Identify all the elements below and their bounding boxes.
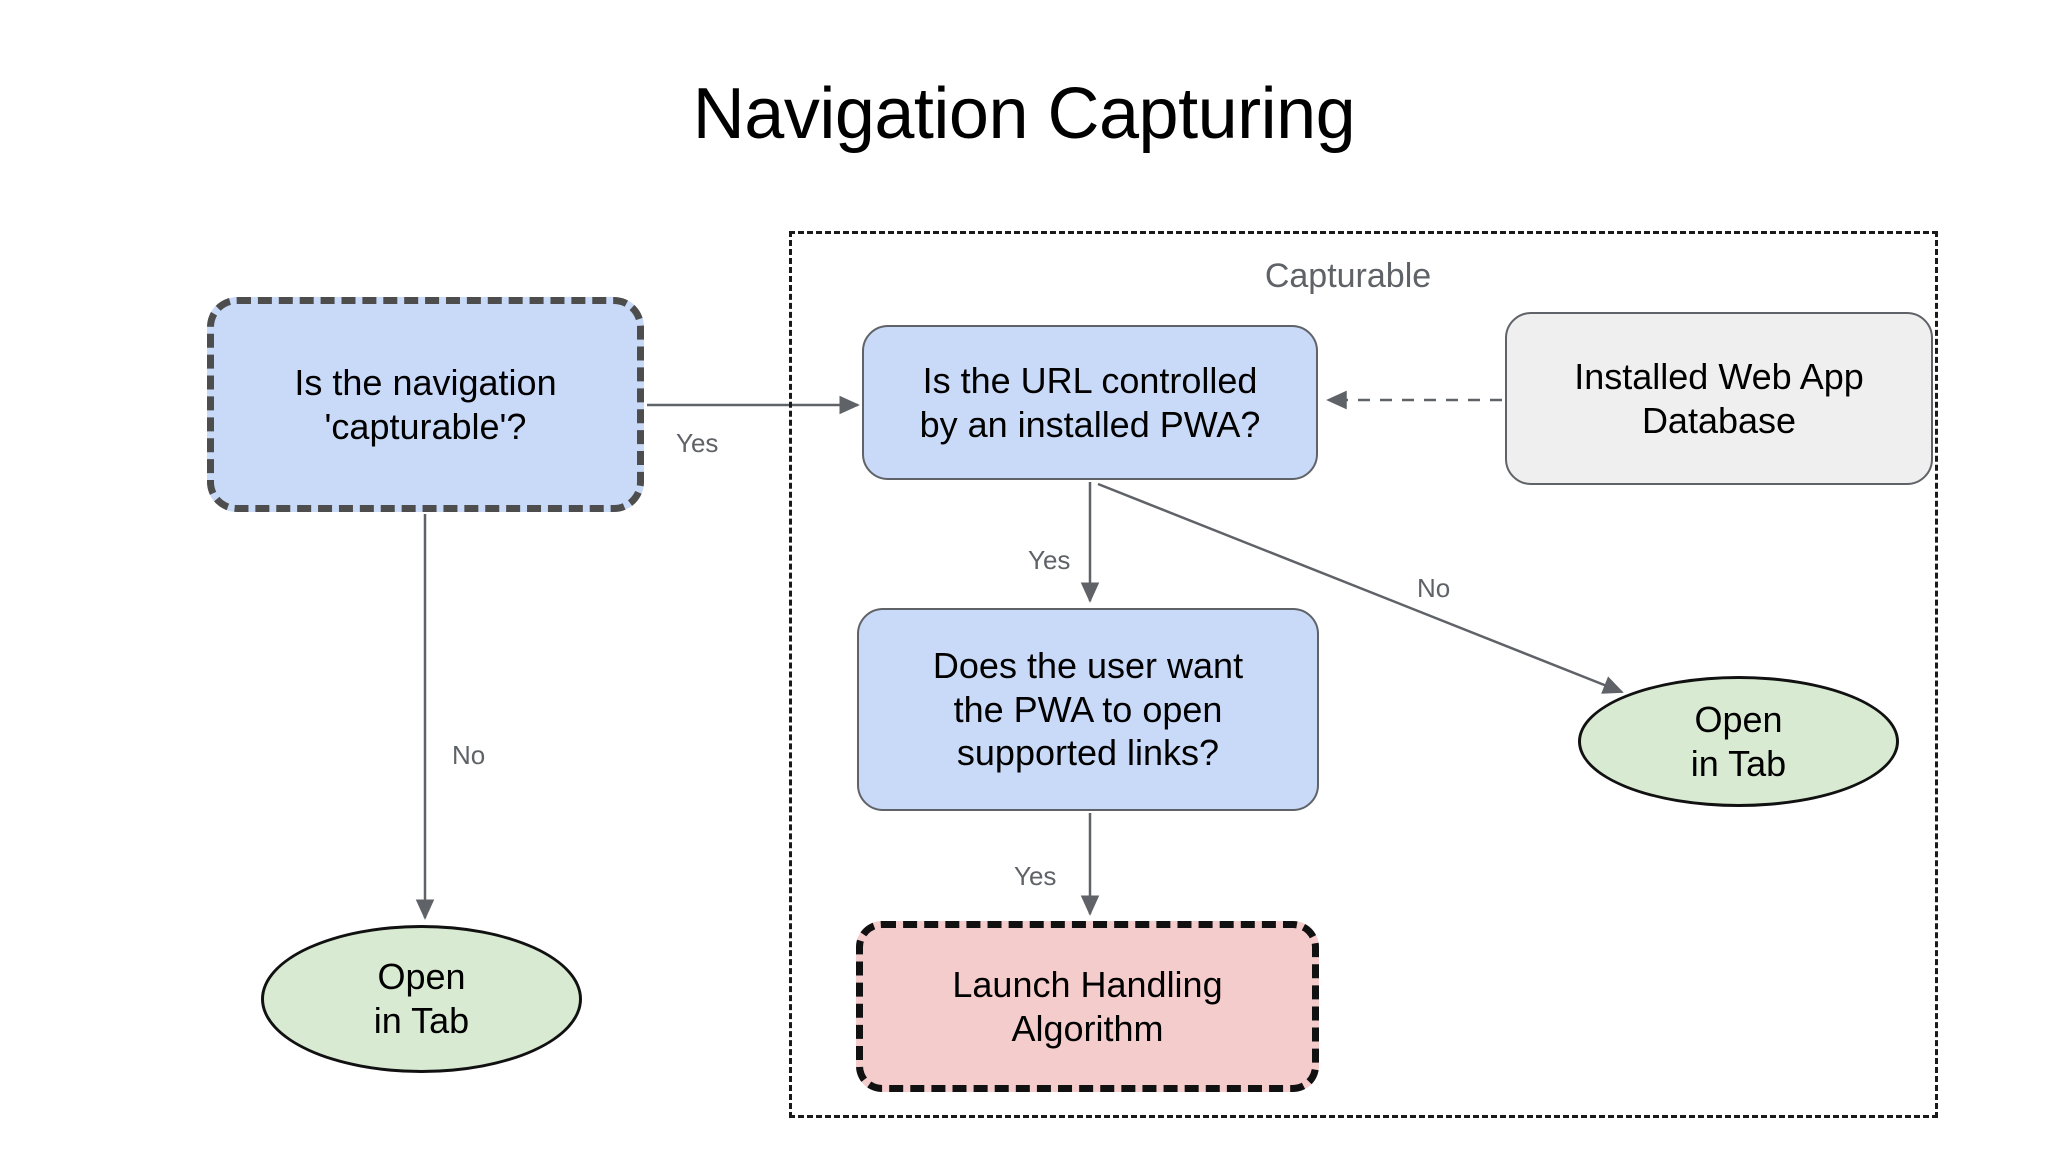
group-capturable-label: Capturable bbox=[1264, 257, 1432, 295]
node-open-in-tab-left[interactable]: Open in Tab bbox=[261, 925, 582, 1073]
edge-label-capturable-yes: Yes bbox=[676, 428, 719, 458]
node-label-line2: Algorithm bbox=[1011, 1007, 1164, 1049]
node-is-url-controlled-by-pwa[interactable]: Is the URL controlled by an installed PW… bbox=[862, 325, 1318, 480]
node-label: Launch Handling Algorithm bbox=[944, 963, 1230, 1051]
node-label-line2: in Tab bbox=[373, 1000, 470, 1041]
node-label-line1: Is the URL controlled bbox=[922, 359, 1258, 401]
node-label: Open in Tab bbox=[1683, 698, 1794, 786]
edge-url-to-tab bbox=[1097, 482, 1624, 694]
node-label-line3: supported links? bbox=[956, 732, 1220, 774]
node-label-line1: Open bbox=[377, 956, 466, 998]
node-label: Installed Web App Database bbox=[1566, 355, 1872, 443]
page-title: Navigation Capturing bbox=[692, 74, 1356, 154]
node-label-line1: Open bbox=[1694, 698, 1783, 740]
node-label-line1: Is the navigation bbox=[294, 361, 557, 403]
node-label: Open in Tab bbox=[366, 955, 477, 1043]
node-label-line1: Launch Handling bbox=[952, 963, 1223, 1005]
node-label-line2: Database bbox=[1641, 399, 1797, 441]
node-label: Is the navigation 'capturable'? bbox=[286, 361, 564, 449]
node-is-navigation-capturable[interactable]: Is the navigation 'capturable'? bbox=[207, 297, 644, 512]
group-capturable-container bbox=[789, 231, 1938, 1118]
node-label: Does the user want the PWA to open suppo… bbox=[925, 644, 1251, 776]
edge-label-url-no: No bbox=[1417, 573, 1451, 603]
node-does-user-want-pwa-open-links[interactable]: Does the user want the PWA to open suppo… bbox=[857, 608, 1319, 811]
node-label-line1: Installed Web App bbox=[1574, 355, 1864, 397]
node-label-line2: 'capturable'? bbox=[324, 405, 527, 447]
edge-label-userwant-yes: Yes bbox=[1014, 861, 1057, 891]
node-open-in-tab-right[interactable]: Open in Tab bbox=[1578, 676, 1899, 807]
node-launch-handling-algorithm[interactable]: Launch Handling Algorithm bbox=[856, 921, 1319, 1092]
node-label-line2: by an installed PWA? bbox=[919, 403, 1261, 445]
node-label-line2: in Tab bbox=[1690, 742, 1787, 784]
node-label-line2: the PWA to open bbox=[953, 688, 1223, 730]
edge-label-capturable-no: No bbox=[452, 740, 486, 770]
edge-label-url-yes: Yes bbox=[1028, 545, 1071, 575]
node-installed-web-app-database[interactable]: Installed Web App Database bbox=[1505, 312, 1933, 485]
node-label-line1: Does the user want bbox=[932, 644, 1244, 686]
node-label: Is the URL controlled by an installed PW… bbox=[912, 359, 1269, 447]
